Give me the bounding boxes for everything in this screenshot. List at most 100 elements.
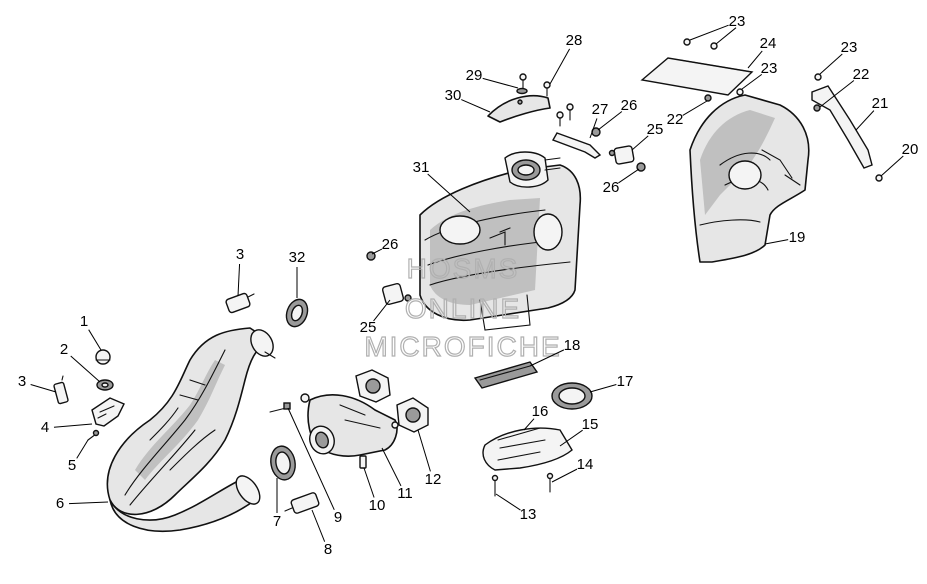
gasket-part-12-lower <box>396 397 429 433</box>
callout-label-6: 6 <box>56 495 64 512</box>
callout-leader-2 <box>70 355 101 383</box>
heat-shield-panel-part-24 <box>640 57 754 96</box>
bolts-part-28 <box>519 73 574 127</box>
strap-part-21 <box>811 85 873 169</box>
bolt-part-10 <box>359 455 367 469</box>
watermark-line-1: HOSMS <box>407 253 520 284</box>
callout-leader-13 <box>495 493 521 511</box>
callout-label-14: 14 <box>577 456 594 473</box>
callout-label-5: 5 <box>68 457 76 474</box>
callout-label-10: 10 <box>369 497 386 514</box>
clip-part-22-right <box>813 104 821 112</box>
callout-leader-31 <box>427 173 471 213</box>
callout-leader-23 <box>741 73 763 90</box>
gasket-part-32 <box>285 298 309 328</box>
callout-leader-6 <box>68 501 109 505</box>
callout-leader-27 <box>589 118 598 139</box>
callout-leader-15 <box>559 429 583 447</box>
callout-label-30: 30 <box>445 87 462 104</box>
callout-label-19: 19 <box>789 229 806 246</box>
callout-label-23: 23 <box>841 39 858 56</box>
manifold-part-11 <box>300 393 399 457</box>
bolt-part-16 <box>497 427 541 441</box>
callout-leader-22 <box>682 100 708 116</box>
callout-label-21: 21 <box>872 95 889 112</box>
heat-shield-part-30 <box>487 94 551 123</box>
rod-part-9 <box>269 402 291 413</box>
shield-part-15 <box>482 427 573 471</box>
callout-label-18: 18 <box>564 337 581 354</box>
callout-label-22: 22 <box>853 66 870 83</box>
callout-label-17: 17 <box>617 373 634 390</box>
callout-label-24: 24 <box>760 35 777 52</box>
callout-leader-8 <box>311 509 326 542</box>
callout-leader-25 <box>631 135 649 151</box>
heat-shield-part-19 <box>689 94 810 263</box>
cap-part-1 <box>95 349 111 365</box>
callout-label-11: 11 <box>397 485 413 502</box>
callout-label-9: 9 <box>334 509 342 526</box>
sensor-part-3-left <box>53 375 69 405</box>
gasket-part-12-upper <box>355 369 391 403</box>
callout-label-26: 26 <box>621 97 638 114</box>
sensor-part-8 <box>284 492 320 514</box>
isolator-part-25-left <box>381 282 412 306</box>
callout-leader-29 <box>482 77 519 89</box>
bracket-part-4 <box>91 397 125 427</box>
watermark-line-2: ONLINE <box>405 293 521 324</box>
callout-leader-14 <box>551 468 578 483</box>
callout-label-22: 22 <box>667 111 684 128</box>
callout-leader-22 <box>819 80 855 108</box>
bolt-part-13 <box>491 474 499 497</box>
callout-label-12: 12 <box>425 471 442 488</box>
callout-leader-3 <box>237 263 241 297</box>
washer-part-29 <box>516 87 528 95</box>
callout-leader-11 <box>381 447 402 487</box>
callout-label-4: 4 <box>41 419 49 436</box>
callout-leader-18 <box>529 349 565 367</box>
callout-label-28: 28 <box>566 32 583 49</box>
callout-leader-12 <box>417 429 431 472</box>
callout-leader-26 <box>371 248 383 255</box>
callout-leader-28 <box>549 48 571 85</box>
callout-leader-10 <box>363 467 375 498</box>
callout-leader-23 <box>715 27 737 45</box>
header-pipe <box>106 327 276 532</box>
callout-label-15: 15 <box>582 416 599 433</box>
bolt-part-20 <box>875 174 883 182</box>
callout-leader-26 <box>597 111 623 131</box>
callout-leader-30 <box>461 99 491 113</box>
ring-part-7 <box>270 445 296 481</box>
callout-leader-3 <box>30 384 57 393</box>
callout-leader-4 <box>53 423 93 428</box>
sensor-part-3-upper <box>225 292 255 314</box>
callout-label-31: 31 <box>413 159 430 176</box>
callout-label-26: 26 <box>603 179 620 196</box>
bracket-part-27 <box>551 132 602 159</box>
washer-part-2 <box>96 379 114 391</box>
bolt-part-14 <box>546 472 554 493</box>
callout-label-23: 23 <box>761 60 778 77</box>
callout-label-8: 8 <box>324 541 332 558</box>
callout-leader-21 <box>855 110 875 131</box>
callout-label-1: 1 <box>80 313 88 330</box>
callout-leader-26 <box>618 168 640 184</box>
callout-leader-5 <box>76 439 89 459</box>
callout-label-26: 26 <box>382 236 399 253</box>
callout-label-3: 3 <box>236 246 244 263</box>
callout-layer: 1233456789101112131415161718192021222223… <box>18 13 919 558</box>
callout-label-16: 16 <box>532 403 549 420</box>
callout-leader-24 <box>747 50 763 69</box>
bolt-part-5 <box>87 429 100 441</box>
watermark: HOSMS ONLINE MICROFICHE <box>364 252 561 362</box>
callout-leader-23 <box>819 53 843 75</box>
callout-label-25: 25 <box>360 319 377 336</box>
callout-leader-1 <box>88 329 102 351</box>
callout-leader-17 <box>589 383 617 393</box>
callout-label-27: 27 <box>592 101 609 118</box>
plate-part-18 <box>473 361 539 389</box>
callout-label-3: 3 <box>18 373 26 390</box>
callout-leader-25 <box>373 299 391 322</box>
